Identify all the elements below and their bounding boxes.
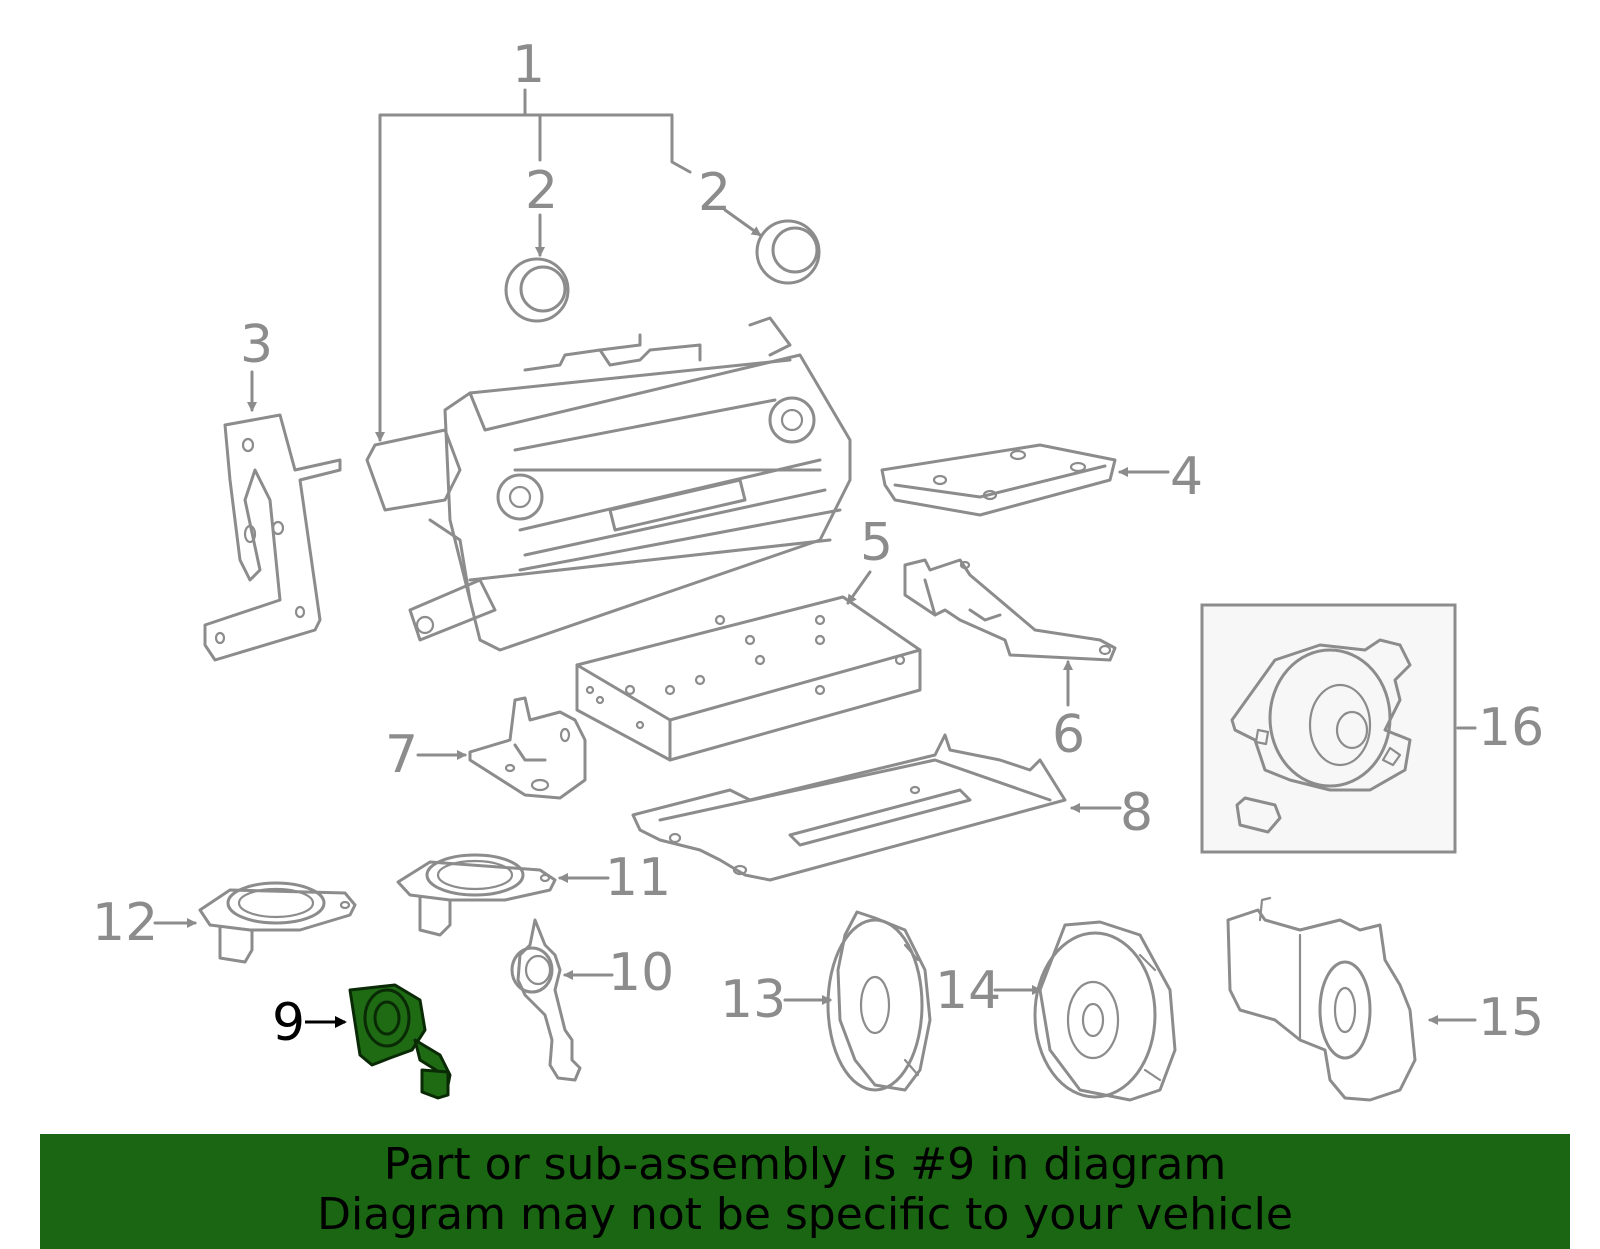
part-4-plate — [880, 443, 1117, 517]
part-13-speaker — [826, 910, 932, 1092]
callout-2a: 2 — [525, 161, 558, 221]
part-3-bracket — [203, 413, 342, 662]
part-2-knob-a — [504, 257, 570, 323]
callout-5: 5 — [860, 513, 893, 573]
callout-8: 8 — [1120, 783, 1153, 843]
callout-13: 13 — [720, 970, 786, 1030]
part-8-tray — [631, 733, 1067, 882]
callout-7: 7 — [385, 725, 418, 785]
banner-line-2: Diagram may not be specific to your vehi… — [317, 1189, 1293, 1240]
part-12-speaker — [198, 881, 357, 964]
banner-line-1: Part or sub-assembly is #9 in diagram — [383, 1139, 1227, 1190]
callout-1: 1 — [512, 35, 545, 95]
part-11-speaker — [396, 853, 557, 937]
part-7-bracket — [468, 696, 587, 800]
callout-12: 12 — [92, 893, 158, 953]
callout-6: 6 — [1052, 705, 1085, 765]
callout-10: 10 — [608, 943, 674, 1003]
info-banner: Part or sub-assembly is #9 in diagram Di… — [40, 1134, 1570, 1249]
callout-2b: 2 — [698, 163, 731, 223]
part-2-knob-b — [755, 219, 821, 285]
leader-lines-1 — [375, 88, 762, 442]
part-15-housing — [1226, 896, 1417, 1102]
callout-9: 9 — [272, 993, 305, 1053]
part-1-radio-panel — [365, 316, 852, 652]
callout-16: 16 — [1478, 698, 1544, 758]
part-6-bracket — [903, 558, 1117, 662]
part-16-inset — [1200, 603, 1457, 854]
callout-15: 15 — [1478, 988, 1544, 1048]
callout-labels: 1 2 2 3 4 5 6 7 8 9 10 11 12 13 14 15 16 — [92, 35, 1544, 1053]
callout-14: 14 — [935, 961, 1001, 1021]
callout-arrows — [153, 370, 1477, 1028]
part-9-highlighted — [348, 983, 452, 1100]
part-14-speaker — [1033, 920, 1177, 1102]
part-5-module — [575, 595, 922, 762]
callout-3: 3 — [240, 315, 273, 375]
part-10-sensor — [510, 918, 582, 1082]
callout-4: 4 — [1170, 447, 1203, 507]
callout-11: 11 — [605, 848, 671, 908]
